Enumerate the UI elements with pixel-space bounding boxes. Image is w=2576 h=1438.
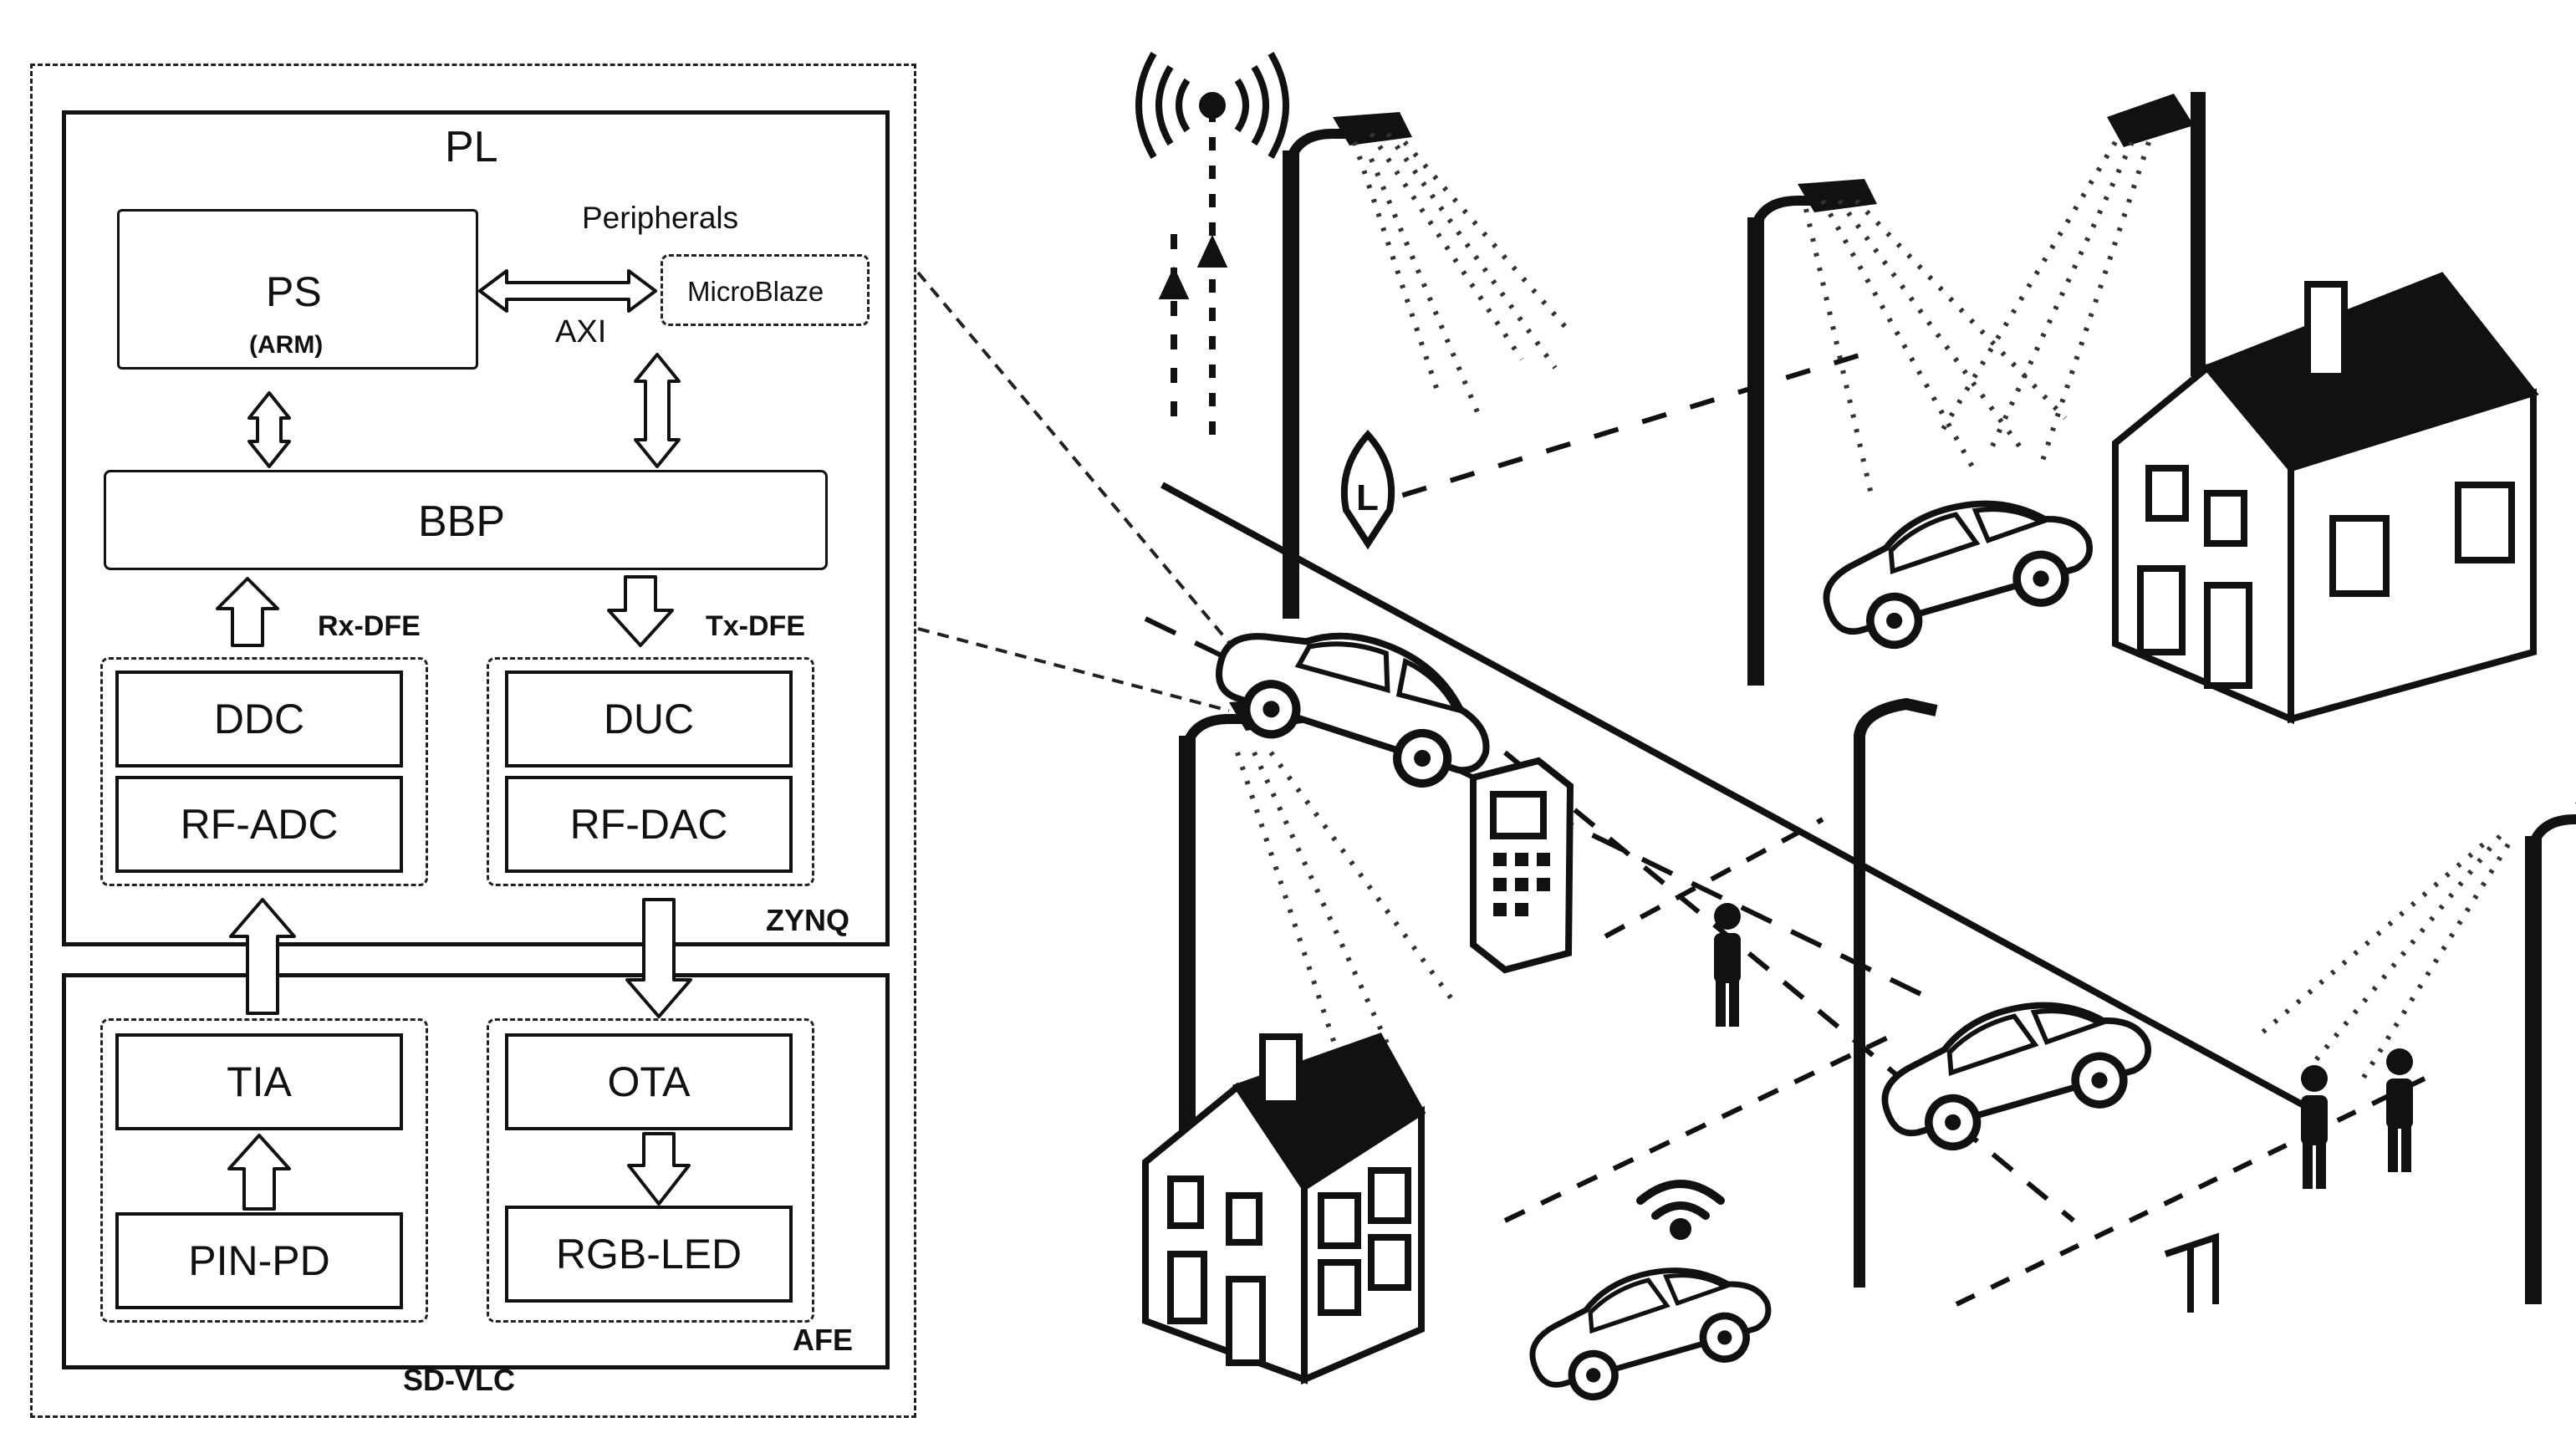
pl-label: PL bbox=[445, 123, 498, 171]
rf-dac-block: RF-DAC bbox=[505, 776, 793, 873]
ddc-label: DDC bbox=[213, 696, 305, 742]
light-beams bbox=[1235, 132, 2511, 1089]
bbp-block bbox=[104, 470, 828, 570]
connector-line-top bbox=[916, 271, 1281, 704]
microblaze-label: MicroBlaze bbox=[687, 276, 824, 307]
rx-afe-group bbox=[100, 1018, 428, 1323]
connector-line-bottom bbox=[917, 627, 1230, 712]
antenna-tower-icon bbox=[1135, 51, 1289, 435]
zynq-label: ZYNQ bbox=[766, 903, 850, 937]
rf-adc-label: RF-ADC bbox=[180, 801, 339, 848]
rx-dfe-group bbox=[100, 657, 428, 886]
rx-dfe-label: Rx-DFE bbox=[318, 610, 421, 642]
roads bbox=[1144, 349, 2426, 1307]
afe-container bbox=[62, 973, 890, 1369]
marker-letter: L bbox=[1356, 477, 1379, 518]
ps-title: PS bbox=[266, 268, 322, 315]
pin-pd-block: PIN-PD bbox=[115, 1212, 403, 1309]
map-pin-icon: L bbox=[1340, 430, 1395, 550]
zynq-container bbox=[62, 110, 890, 946]
tia-block: TIA bbox=[115, 1033, 403, 1130]
microblaze-block bbox=[661, 254, 870, 326]
peripherals-label: Peripherals bbox=[582, 201, 739, 235]
duc-label: DUC bbox=[603, 696, 695, 742]
ota-block: OTA bbox=[505, 1033, 793, 1130]
tia-label: TIA bbox=[227, 1058, 292, 1105]
tx-afe-group bbox=[487, 1018, 814, 1323]
rf-adc-block: RF-ADC bbox=[115, 776, 403, 873]
rf-dac-label: RF-DAC bbox=[569, 801, 728, 848]
sign-icon bbox=[2164, 1232, 2219, 1313]
house-icon bbox=[1142, 272, 2539, 1385]
pin-pd-label: PIN-PD bbox=[188, 1237, 330, 1284]
ps-block bbox=[117, 209, 478, 370]
bbp-label: BBP bbox=[418, 497, 506, 546]
rgb-led-label: RGB-LED bbox=[555, 1231, 742, 1277]
wifi-icon bbox=[1636, 1180, 1725, 1240]
ps-subtitle: (ARM) bbox=[249, 331, 324, 359]
afe-label: AFE bbox=[793, 1323, 853, 1357]
tx-dfe-label: Tx-DFE bbox=[706, 610, 805, 642]
duc-block: DUC bbox=[505, 671, 793, 767]
sd-vlc-frame bbox=[30, 64, 916, 1418]
axi-label: AXI bbox=[555, 314, 607, 349]
remote-control-icon bbox=[1470, 757, 1574, 974]
streetlight-icon bbox=[1179, 92, 2576, 1304]
tx-dfe-group bbox=[487, 657, 814, 886]
rgb-led-block: RGB-LED bbox=[505, 1206, 793, 1303]
ddc-block: DDC bbox=[115, 671, 403, 767]
ota-label: OTA bbox=[607, 1058, 691, 1105]
